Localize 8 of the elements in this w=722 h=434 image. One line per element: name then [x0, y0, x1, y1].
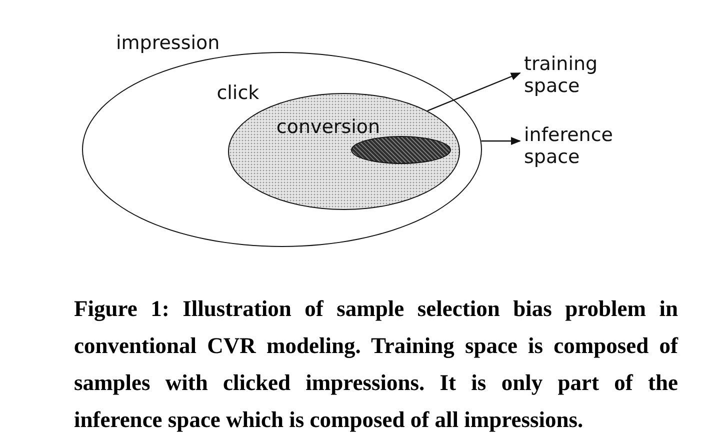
space-label: inference space — [524, 124, 634, 168]
set-label: conversion — [276, 116, 380, 138]
arrow — [481, 137, 521, 145]
arrow — [427, 72, 521, 112]
figure-caption: Figure 1: Illustration of sample selection bias problem in conventional CVR modeling. Training space is composed of samples with clicked impressions. It is only part of the inference space which is composed of all impressions. — [74, 295, 678, 434]
space-label: training space — [524, 53, 634, 97]
set-label: impression — [116, 32, 220, 54]
set-label: click — [216, 82, 260, 104]
